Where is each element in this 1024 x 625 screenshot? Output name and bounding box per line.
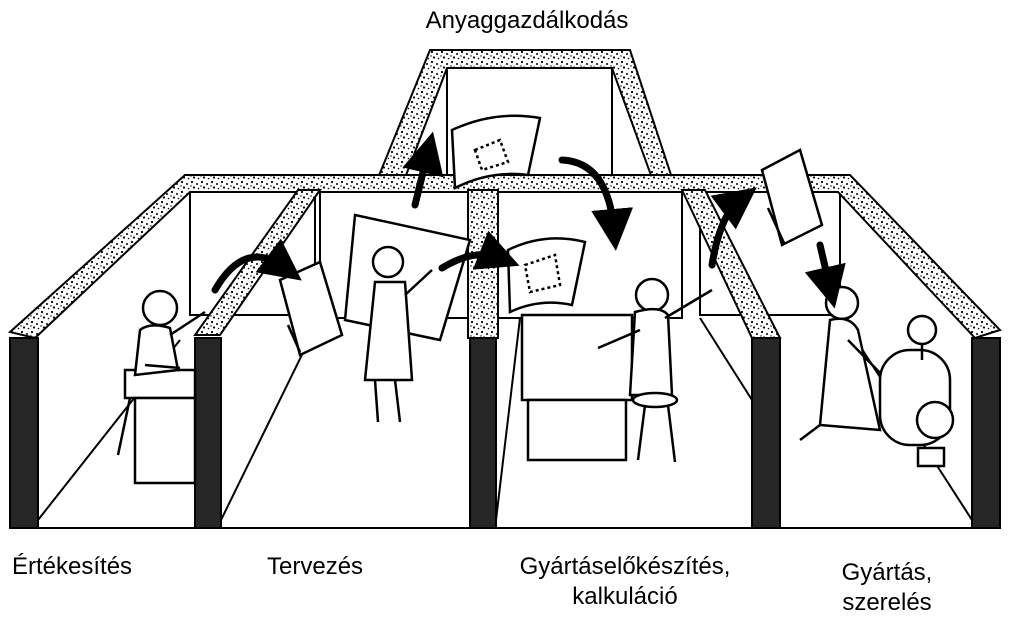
arrow-top-to-preparation bbox=[558, 156, 634, 251]
preparation-worker-figure bbox=[520, 277, 713, 463]
folder-icon bbox=[278, 260, 344, 357]
label-production-line2: szerelés bbox=[842, 589, 932, 616]
label-production-line1: Gyártás, bbox=[841, 559, 933, 586]
arrow-preparation-to-production bbox=[708, 187, 757, 269]
drawing-sheet-middle-icon bbox=[506, 237, 587, 314]
arrow-design-to-preparation bbox=[438, 230, 520, 272]
label-preparation-line2: kalkuláció bbox=[572, 583, 678, 610]
sales-worker-figure bbox=[116, 289, 206, 485]
wall-posts bbox=[9, 337, 1001, 529]
label-production: Gyártás, szerelés bbox=[812, 558, 962, 618]
arrow-design-to-top bbox=[402, 131, 444, 209]
arrow-folder-down bbox=[804, 241, 846, 309]
drawing-sheet-top-icon bbox=[450, 114, 542, 190]
designer-figure bbox=[343, 213, 472, 423]
diagram-title: Anyaggazdálkodás bbox=[425, 7, 629, 34]
label-preparation-line1: Gyártáselőkészítés, bbox=[519, 553, 731, 580]
flow-arrows bbox=[211, 131, 846, 309]
label-preparation: Gyártáselőkészítés, kalkuláció bbox=[490, 552, 760, 612]
label-design: Tervezés bbox=[267, 553, 364, 580]
arrow-sales-to-design bbox=[211, 238, 302, 294]
folder-production-icon bbox=[760, 148, 824, 247]
label-sales: Értékesítés bbox=[12, 553, 133, 580]
